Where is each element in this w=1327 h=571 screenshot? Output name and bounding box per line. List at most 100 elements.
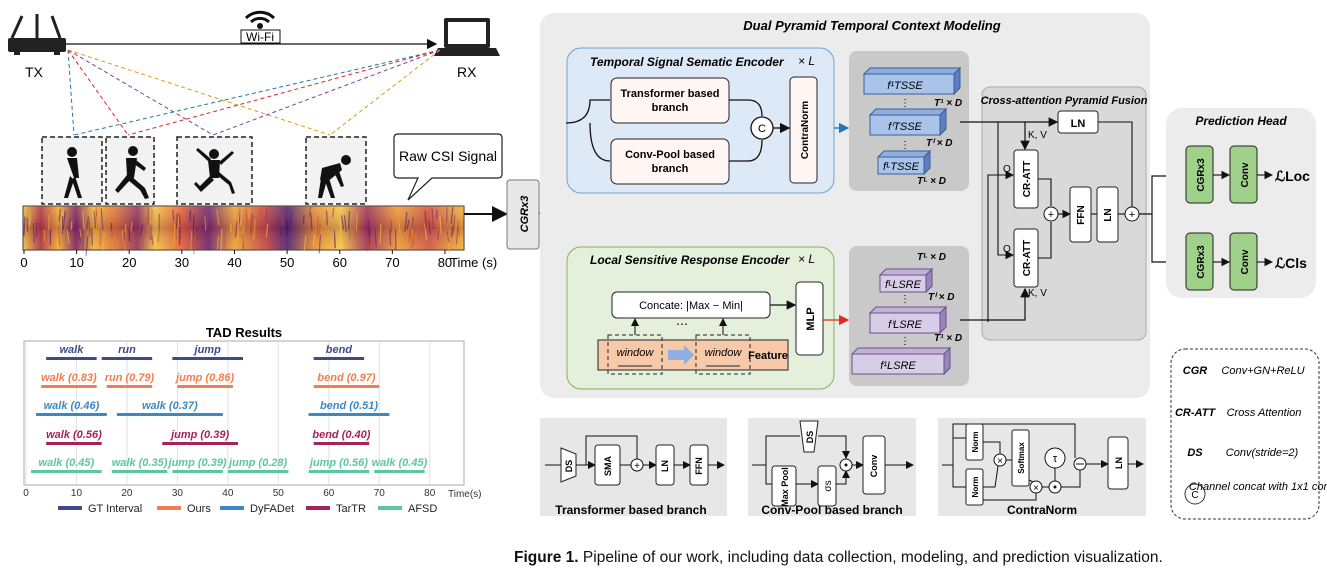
tad-interval-bar xyxy=(116,413,223,416)
tad-interval-bar xyxy=(162,442,238,445)
window2-label: window xyxy=(705,347,743,359)
head-cgr-loc-label: CGRx3 xyxy=(1196,158,1207,192)
csi-streak xyxy=(195,231,198,245)
wifi-icon xyxy=(244,10,276,29)
csi-streak xyxy=(389,229,392,246)
legend-desc-cgr: Conv+GN+ReLU xyxy=(1221,365,1304,377)
q-upper xyxy=(987,170,1015,322)
legend-desc-c: Channel concat with 1x1 conv xyxy=(1189,481,1327,493)
tad-interval-bar xyxy=(172,470,223,473)
csi-streak xyxy=(121,230,124,242)
csi-streak xyxy=(32,223,36,243)
tr-ffn-label: FFN xyxy=(694,457,704,475)
tr-skip xyxy=(585,435,638,465)
csi-streak xyxy=(281,217,284,227)
convpool-branch-line1: Conv-Pool based xyxy=(625,149,715,161)
csi-streak xyxy=(128,228,131,243)
lsre-vdots-1: ⋮ xyxy=(900,294,910,305)
tad-interval-bar xyxy=(46,442,102,445)
csi-streak xyxy=(220,229,223,251)
csi-streak xyxy=(102,232,105,251)
tad-interval-label: jump (0.86) xyxy=(174,372,234,384)
csi-streak xyxy=(374,229,377,248)
tad-legend-label: DyFADet xyxy=(250,503,294,515)
walk-figure-icon xyxy=(64,147,82,198)
cn-norm1-label: Norm xyxy=(971,432,980,453)
tad-tick-label: 30 xyxy=(172,488,184,499)
tad-tick-label: 10 xyxy=(71,488,83,499)
q-upper-label: Q xyxy=(1003,164,1011,175)
csi-streak xyxy=(149,211,153,224)
cp-ds-box xyxy=(799,420,819,453)
lsre-dims-i: Tⁱ × D xyxy=(928,292,955,303)
transformer-sub-title: Transformer based branch xyxy=(555,503,706,517)
csi-streak xyxy=(439,216,442,234)
tr-ln-label: LN xyxy=(660,460,670,472)
cratt-to-add xyxy=(1038,178,1052,259)
caption-label: Figure 1. xyxy=(514,549,579,566)
notation-legend xyxy=(1170,348,1320,520)
tad-interval-label: bend (0.97) xyxy=(317,372,375,384)
tad-tick-label: 70 xyxy=(374,488,386,499)
tad-legend-label: Ours xyxy=(187,503,211,515)
loss-loc-label: ℒLoc xyxy=(1275,168,1310,184)
tad-interval-bar xyxy=(313,385,380,388)
lsre-to-fusion xyxy=(960,287,1030,321)
csi-streak xyxy=(318,234,322,254)
tr-sma-label: SMA xyxy=(603,456,613,477)
tad-interval-label: walk (0.46) xyxy=(44,400,100,412)
data-collection: TX Wi-Fi RX xyxy=(8,10,508,270)
csi-streak xyxy=(302,215,305,225)
tad-tick-label: 20 xyxy=(121,488,133,499)
cp-maxpool-label: Max Pool xyxy=(780,467,790,507)
lsre-feature-f1 xyxy=(850,346,952,376)
csi-streak xyxy=(250,213,253,234)
ln2-label: LN xyxy=(1103,208,1114,221)
lsre-dims-L: Tᴸ × D xyxy=(917,252,946,263)
window1-label: window xyxy=(617,347,655,359)
csi-axis-tick-label: 70 xyxy=(385,255,399,270)
csi-streak xyxy=(303,235,307,253)
cgr-side-block xyxy=(506,179,540,250)
csi-streak xyxy=(368,228,371,245)
csi-streak xyxy=(68,220,71,230)
tad-interval-label: jump xyxy=(193,344,222,356)
csi-streak xyxy=(340,215,345,230)
csi-streak xyxy=(367,219,370,239)
transformer-branch-label2: branch xyxy=(652,102,689,114)
tsse-merge xyxy=(729,99,763,162)
csi-axis-tick-label: 0 xyxy=(20,255,27,270)
csi-streak xyxy=(132,230,135,248)
tad-interval-label: jump (0.28) xyxy=(227,457,287,469)
tad-legend-swatch xyxy=(378,506,402,510)
tad-interval-bar xyxy=(172,357,243,360)
run-figure-icon xyxy=(115,146,149,199)
convpool-branch-line2: branch xyxy=(652,163,689,175)
csi-streak xyxy=(424,210,427,228)
csi-streak xyxy=(157,225,161,243)
csi-streak xyxy=(265,207,268,221)
tad-tick-label: 80 xyxy=(424,488,436,499)
legend-desc-ds: Conv(stride=2) xyxy=(1226,447,1299,459)
csi-axis-unit: Time (s) xyxy=(450,255,497,270)
csi-streak xyxy=(332,207,335,218)
convpool-branch-label: Conv-Pool based xyxy=(625,149,715,161)
legend-key-c: C xyxy=(1191,490,1198,501)
csi-streak xyxy=(216,209,220,226)
csi-streak xyxy=(410,227,413,249)
tx-label: TX xyxy=(25,64,44,80)
csi-streak xyxy=(290,210,293,226)
csi-streak xyxy=(316,215,319,238)
cn-ln-label: LN xyxy=(1114,457,1124,469)
csi-streak xyxy=(312,234,316,246)
tad-interval-bar xyxy=(374,470,425,473)
laptop-icon xyxy=(434,18,500,56)
figure-caption: Figure 1. Pipeline of our work, includin… xyxy=(514,549,1163,567)
tad-interval-label: walk (0.83) xyxy=(41,372,97,384)
csi-streak xyxy=(241,225,245,247)
csi-streak xyxy=(147,230,150,240)
csi-streak xyxy=(325,210,329,226)
cp-conv-label: Conv xyxy=(869,455,879,478)
tad-tick-label: 60 xyxy=(323,488,335,499)
